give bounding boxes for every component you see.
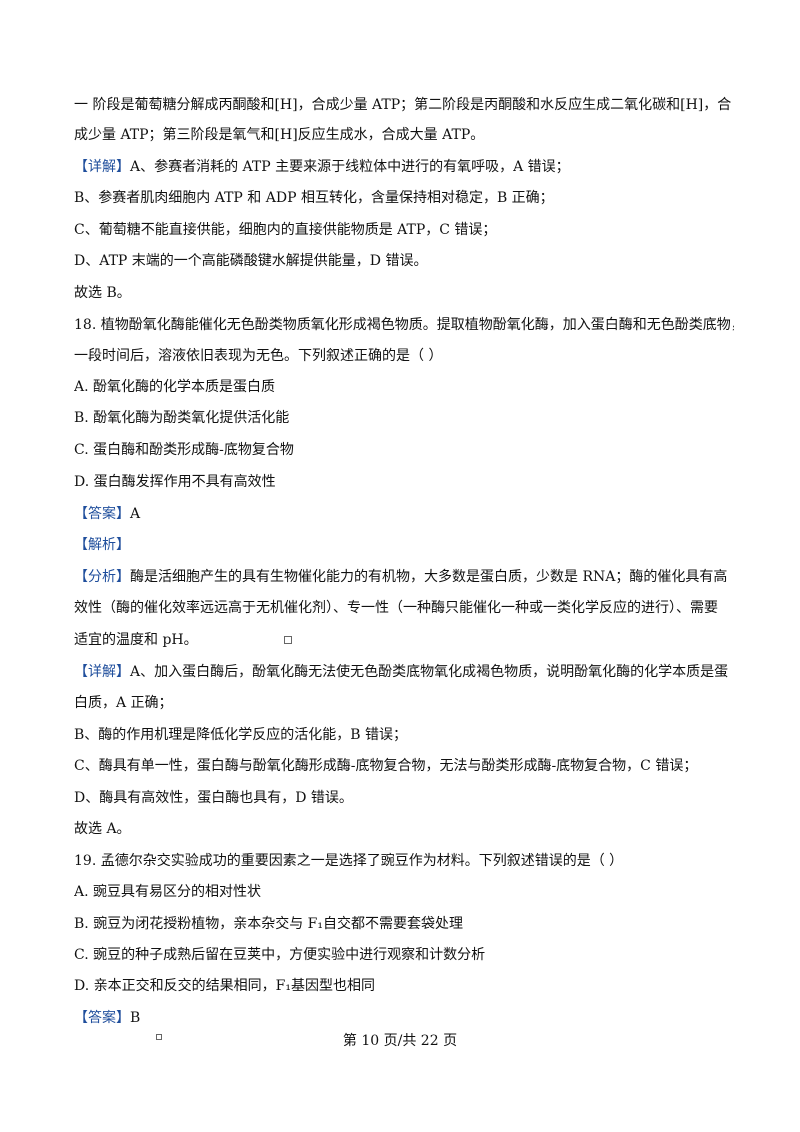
line-text: C. 豌豆的种子成熟后留在豆荚中，方便实验中进行观察和计数分析 bbox=[74, 947, 486, 963]
line-text: A. 豌豆具有易区分的相对性状 bbox=[74, 884, 262, 900]
section-tag: 【详解】 bbox=[74, 664, 130, 680]
text-line: C、葡萄糖不能直接供能，细胞内的直接供能物质是 ATP，C 错误； bbox=[74, 220, 734, 240]
text-line: 一 阶段是葡萄糖分解成丙酮酸和[H]，合成少量 ATP；第二阶段是丙酮酸和水反应… bbox=[74, 95, 734, 115]
text-line: 【详解】A、加入蛋白酶后，酚氧化酶无法使无色酚类底物氧化成褐色物质，说明酚氧化酶… bbox=[74, 662, 734, 682]
line-text: B、酶的作用机理是降低化学反应的活化能，B 错误； bbox=[74, 727, 408, 743]
line-text: 白质，A 正确； bbox=[74, 695, 173, 711]
text-line: D、ATP 末端的一个高能磷酸键水解提供能量，D 错误。 bbox=[74, 251, 734, 271]
line-text: 18. 植物酚氧化酶能催化无色酚类物质氧化形成褐色物质。提取植物酚氧化酶，加入蛋… bbox=[74, 317, 734, 333]
text-line: 【分析】酶是活细胞产生的具有生物催化能力的有机物，大多数是蛋白质，少数是 RNA… bbox=[74, 567, 734, 587]
line-text: C. 蛋白酶和酚类形成酶-底物复合物 bbox=[74, 442, 294, 458]
line-text: B bbox=[130, 1010, 141, 1026]
line-text: 一 阶段是葡萄糖分解成丙酮酸和[H]，合成少量 ATP；第二阶段是丙酮酸和水反应… bbox=[74, 97, 732, 113]
text-line: 成少量 ATP；第三阶段是氧气和[H]反应生成水，合成大量 ATP。 bbox=[74, 125, 734, 145]
line-text: A. 酚氧化酶的化学本质是蛋白质 bbox=[74, 379, 276, 395]
text-line: 19. 孟德尔杂交实验成功的重要因素之一是选择了豌豆作为材料。下列叙述错误的是（… bbox=[74, 851, 734, 871]
text-line: D. 亲本正交和反交的结果相同，F₁基因型也相同 bbox=[74, 976, 734, 996]
text-line: 白质，A 正确； bbox=[74, 693, 734, 713]
line-text: D、ATP 末端的一个高能磷酸键水解提供能量，D 错误。 bbox=[74, 253, 428, 269]
text-line: 故选 A。 bbox=[74, 819, 734, 839]
text-line: A. 酚氧化酶的化学本质是蛋白质 bbox=[74, 377, 734, 397]
line-text: D. 亲本正交和反交的结果相同，F₁基因型也相同 bbox=[74, 978, 375, 994]
line-text: D、酶具有高效性，蛋白酶也具有，D 错误。 bbox=[74, 790, 353, 806]
section-tag: 【解析】 bbox=[74, 537, 130, 553]
section-tag: 【详解】 bbox=[74, 159, 130, 175]
text-line: 18. 植物酚氧化酶能催化无色酚类物质氧化形成褐色物质。提取植物酚氧化酶，加入蛋… bbox=[74, 315, 734, 335]
line-text: 19. 孟德尔杂交实验成功的重要因素之一是选择了豌豆作为材料。下列叙述错误的是（… bbox=[74, 853, 624, 869]
section-tag: 【答案】 bbox=[74, 1010, 130, 1026]
text-line: B. 酚氧化酶为酚类氧化提供活化能 bbox=[74, 408, 734, 428]
line-text: 故选 A。 bbox=[74, 821, 131, 837]
line-text: 故选 B。 bbox=[74, 285, 131, 301]
text-line: A. 豌豆具有易区分的相对性状 bbox=[74, 882, 734, 902]
page-footer: 第 10 页/共 22 页 bbox=[342, 1033, 458, 1049]
line-text: B、参赛者肌肉细胞内 ATP 和 ADP 相互转化，含量保持相对稳定，B 正确； bbox=[74, 190, 554, 206]
text-line: 【详解】A、参赛者消耗的 ATP 主要来源于线粒体中进行的有氧呼吸，A 错误； bbox=[74, 157, 734, 177]
line-text: 成少量 ATP；第三阶段是氧气和[H]反应生成水，合成大量 ATP。 bbox=[74, 127, 485, 143]
text-line: B、酶的作用机理是降低化学反应的活化能，B 错误； bbox=[74, 725, 734, 745]
section-tag: 【分析】 bbox=[74, 569, 130, 585]
text-line: 适宜的温度和 pH。 bbox=[74, 630, 734, 650]
text-line: 【答案】B bbox=[74, 1008, 734, 1028]
line-text: 效性（酶的催化效率远远高于无机催化剂）、专一性（一种酶只能催化一种或一类化学反应… bbox=[74, 600, 718, 616]
small-square-mark bbox=[284, 636, 292, 644]
text-line: 故选 B。 bbox=[74, 283, 734, 303]
line-text: 一段时间后，溶液依旧表现为无色。下列叙述正确的是（ ） bbox=[74, 348, 443, 364]
text-line: 【解析】 bbox=[74, 535, 734, 555]
line-text: 酶是活细胞产生的具有生物催化能力的有机物，大多数是蛋白质，少数是 RNA；酶的催… bbox=[130, 569, 728, 585]
section-tag: 【答案】 bbox=[74, 506, 130, 522]
line-text: C、酶具有单一性，蛋白酶与酚氧化酶形成酶-底物复合物，无法与酚类形成酶-底物复合… bbox=[74, 758, 698, 774]
line-text: B. 酚氧化酶为酚类氧化提供活化能 bbox=[74, 410, 290, 426]
text-line: D、酶具有高效性，蛋白酶也具有，D 错误。 bbox=[74, 788, 734, 808]
text-line: B、参赛者肌肉细胞内 ATP 和 ADP 相互转化，含量保持相对稳定，B 正确； bbox=[74, 188, 734, 208]
line-text: A、参赛者消耗的 ATP 主要来源于线粒体中进行的有氧呼吸，A 错误； bbox=[130, 159, 570, 175]
text-line: B. 豌豆为闭花授粉植物，亲本杂交与 F₁自交都不需要套袋处理 bbox=[74, 914, 734, 934]
text-line: 效性（酶的催化效率远远高于无机催化剂）、专一性（一种酶只能催化一种或一类化学反应… bbox=[74, 598, 734, 618]
text-line: C、酶具有单一性，蛋白酶与酚氧化酶形成酶-底物复合物，无法与酚类形成酶-底物复合… bbox=[74, 756, 734, 776]
text-line: 一段时间后，溶液依旧表现为无色。下列叙述正确的是（ ） bbox=[74, 346, 734, 366]
small-square-mark bbox=[156, 1034, 162, 1040]
line-text: D. 蛋白酶发挥作用不具有高效性 bbox=[74, 474, 276, 490]
text-line: C. 豌豆的种子成熟后留在豆荚中，方便实验中进行观察和计数分析 bbox=[74, 945, 734, 965]
text-line: 【答案】A bbox=[74, 504, 734, 524]
line-text: C、葡萄糖不能直接供能，细胞内的直接供能物质是 ATP，C 错误； bbox=[74, 222, 497, 238]
line-text: A bbox=[130, 506, 141, 522]
line-text: A、加入蛋白酶后，酚氧化酶无法使无色酚类底物氧化成褐色物质，说明酚氧化酶的化学本… bbox=[130, 664, 729, 680]
line-text: 适宜的温度和 pH。 bbox=[74, 632, 198, 648]
text-line: D. 蛋白酶发挥作用不具有高效性 bbox=[74, 472, 734, 492]
text-line: C. 蛋白酶和酚类形成酶-底物复合物 bbox=[74, 440, 734, 460]
line-text: B. 豌豆为闭花授粉植物，亲本杂交与 F₁自交都不需要套袋处理 bbox=[74, 916, 463, 932]
